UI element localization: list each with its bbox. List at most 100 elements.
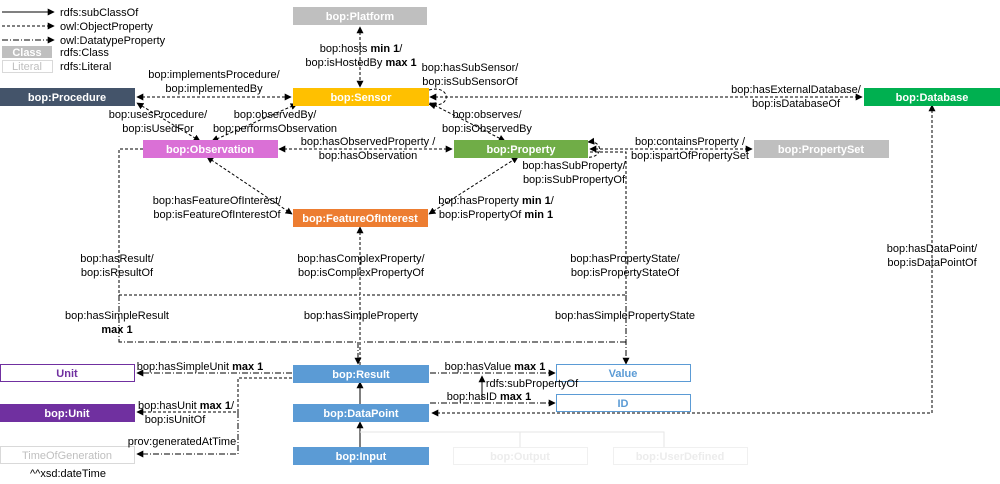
node-sensor[interactable] bbox=[293, 88, 429, 106]
label-hassubproperty: bop:hasSubProperty/ bbox=[522, 160, 626, 172]
node-unit-literal[interactable] bbox=[0, 364, 135, 382]
label-hasid: bop:hasID max 1 bbox=[447, 391, 531, 403]
label-hasfeatureofinterest: bop:hasFeatureOfInterest/ bbox=[153, 195, 282, 207]
label-hasunit: bop:hasUnit max 1/ bbox=[138, 400, 235, 412]
label-hosts: bop:hosts min 1/ bbox=[320, 43, 404, 55]
edge-simpleresult bbox=[118, 295, 362, 365]
node-platform-label: bop:Platform bbox=[326, 11, 395, 23]
node-id-literal[interactable] bbox=[556, 394, 691, 412]
node-unit-class[interactable] bbox=[0, 404, 135, 422]
node-featureofinterest[interactable] bbox=[293, 209, 428, 227]
label-hassimpleresult-max: max 1 bbox=[101, 324, 132, 336]
node-id-literal-label: ID bbox=[618, 398, 629, 410]
edge-labels: bop:hosts min 1/ bop:isHostedBy max 1 bo… bbox=[30, 43, 978, 480]
label-containsproperty: bop:containsProperty / bbox=[635, 136, 746, 148]
legend-literal-box bbox=[2, 60, 53, 73]
node-datapoint[interactable] bbox=[293, 404, 429, 422]
label-hassimpleresult: bop:hasSimpleResult bbox=[65, 310, 169, 322]
node-unit-literal-label: Unit bbox=[56, 368, 78, 380]
edge-database-datapoint bbox=[431, 104, 936, 417]
node-result[interactable] bbox=[293, 365, 429, 383]
label-xsd-datetime: ^^xsd:dateTime bbox=[30, 468, 106, 480]
label-hasproperty: bop:hasProperty min 1/ bbox=[438, 195, 555, 207]
legend-literal-text: rdfs:Literal bbox=[60, 61, 111, 73]
node-featureofinterest-label: bop:FeatureOfInterest bbox=[302, 213, 418, 225]
label-usesprocedure: bop:usesProcedure/ bbox=[109, 109, 208, 121]
label-isunitof: bop:isUnitOf bbox=[145, 414, 206, 426]
label-implementedby: bop:implementedBy bbox=[165, 83, 263, 95]
node-property-label: bop:Property bbox=[486, 144, 556, 156]
label-issubsensorof: bop:isSubSensorOf bbox=[422, 76, 518, 88]
label-hasobservation: bop:hasObservation bbox=[319, 150, 417, 162]
label-hasobservedproperty: bop:hasObservedProperty / bbox=[301, 136, 436, 148]
edges bbox=[118, 26, 936, 458]
label-iscomplexpropertyof: bop:isComplexPropertyOf bbox=[298, 267, 425, 279]
label-isusedfor: bop:isUsedFor bbox=[122, 123, 194, 135]
label-hassimplepropertystate: bop:hasSimplePropertyState bbox=[555, 310, 695, 322]
nodes: bop:Platform bop:Sensor bop:Procedure bo… bbox=[0, 7, 1000, 465]
legend-class-box bbox=[2, 46, 52, 58]
node-value-literal[interactable] bbox=[556, 364, 691, 382]
node-value-literal-label: Value bbox=[609, 368, 638, 380]
node-output[interactable] bbox=[453, 447, 588, 465]
legend: rdfs:subClassOf owl:ObjectProperty owl:D… bbox=[2, 7, 166, 73]
node-property[interactable] bbox=[454, 140, 588, 158]
node-observation-label: bop:Observation bbox=[166, 144, 254, 156]
node-sensor-label: bop:Sensor bbox=[330, 92, 392, 104]
edge-output-datapoint bbox=[360, 431, 521, 447]
node-datapoint-label: bop:DataPoint bbox=[323, 408, 398, 420]
label-isresultof: bop:isResultOf bbox=[81, 267, 154, 279]
label-observedby: bop:observedBy/ bbox=[234, 109, 317, 121]
label-isdatapointof: bop:isDataPointOf bbox=[887, 257, 977, 269]
node-database[interactable] bbox=[864, 88, 1000, 106]
node-observation[interactable] bbox=[143, 140, 278, 158]
label-generatedattime: prov:generatedAtTime bbox=[128, 436, 236, 448]
label-performsobservation: bop:performsObservation bbox=[213, 123, 337, 135]
label-hassimpleunit: bop:hasSimpleUnit max 1 bbox=[137, 361, 264, 373]
label-hasexternaldatabase: bop:hasExternalDatabase/ bbox=[731, 84, 862, 96]
label-hassubsensor: bop:hasSubSensor/ bbox=[422, 62, 520, 74]
node-procedure-label: bop:Procedure bbox=[28, 92, 106, 104]
label-hasvalue: bop:hasValue max 1 bbox=[445, 361, 546, 373]
node-propertyset[interactable] bbox=[754, 140, 889, 158]
node-unit-class-label: bop:Unit bbox=[44, 408, 90, 420]
legend-dataprop-text: owl:DatatypeProperty bbox=[60, 35, 166, 47]
label-ishostedby: bop:isHostedBy max 1 bbox=[305, 57, 416, 69]
label-subpropertyof: rdfs:subPropertyOf bbox=[486, 378, 579, 390]
node-platform[interactable] bbox=[293, 7, 427, 25]
label-ispropertyof: bop:isPropertyOf min 1 bbox=[439, 209, 553, 221]
label-isfeatureofinterestof: bop:isFeatureOfInterestOf bbox=[153, 209, 281, 221]
node-output-label: bop:Output bbox=[490, 451, 550, 463]
label-observes: bop:observes/ bbox=[452, 109, 522, 121]
label-hascomplexproperty: bop:hasComplexProperty/ bbox=[297, 253, 425, 265]
edge-hasresult bbox=[118, 148, 360, 296]
node-input-label: bop:Input bbox=[336, 451, 387, 463]
node-procedure[interactable] bbox=[0, 88, 135, 106]
label-hassimpleproperty: bop:hasSimpleProperty bbox=[304, 310, 419, 322]
edge-userdefined-datapoint bbox=[520, 431, 665, 447]
legend-objprop-text: owl:ObjectProperty bbox=[60, 21, 153, 33]
label-hasdatapoint: bop:hasDataPoint/ bbox=[887, 243, 978, 255]
edge-observation-sensor bbox=[211, 103, 298, 142]
node-database-label: bop:Database bbox=[896, 92, 969, 104]
edge-observation-feature bbox=[206, 156, 293, 215]
legend-class-text: rdfs:Class bbox=[60, 47, 109, 59]
node-input[interactable] bbox=[293, 447, 429, 465]
edge-hasunit bbox=[136, 377, 292, 416]
node-userdefined[interactable] bbox=[613, 447, 748, 465]
node-result-label: bop:Result bbox=[332, 369, 390, 381]
edge-generatedattime bbox=[136, 412, 239, 458]
label-ispropertystateof: bop:isPropertyStateOf bbox=[571, 267, 680, 279]
label-isobservedby: bop:isObservedBy bbox=[442, 123, 532, 135]
node-propertyset-label: bop:PropertySet bbox=[778, 144, 865, 156]
legend-class-box-text: Class bbox=[12, 47, 41, 59]
label-issubpropertyof: bop:isSubPropertyOf bbox=[523, 174, 626, 186]
label-isdatabaseof: bop:isDatabaseOf bbox=[752, 98, 841, 110]
label-implementsprocedure: bop:implementsProcedure/ bbox=[148, 69, 280, 81]
node-timeofgeneration-literal[interactable] bbox=[0, 446, 135, 464]
label-ispartofpropertyset: bop:ispartOfPropertySet bbox=[631, 150, 749, 162]
node-timeofgeneration-label: TimeOfGeneration bbox=[22, 450, 112, 462]
legend-literal-box-text: Literal bbox=[12, 61, 42, 73]
edge-observation-procedure bbox=[136, 102, 201, 142]
